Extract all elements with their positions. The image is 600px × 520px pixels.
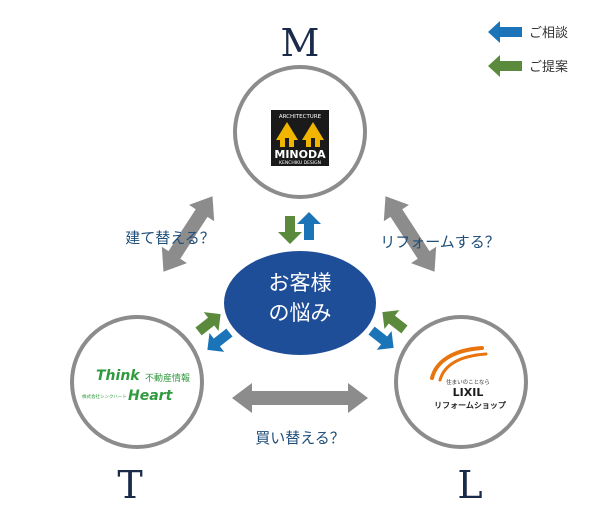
legend: ご相談 ご提案 [488, 21, 568, 77]
edge-label-rebuild: 建て替える？ [125, 229, 215, 247]
svg-text:不動産情報: 不動産情報 [145, 372, 190, 384]
think-heart-logo: Think 不動産情報 株式会社シンクハート Heart [82, 368, 190, 404]
center-ellipse [224, 251, 376, 355]
svg-text:KENCHIKU DESIGN: KENCHIKU DESIGN [279, 160, 321, 166]
center-text-line1: お客様 [269, 271, 332, 295]
consult-arrow-right-icon [368, 326, 394, 350]
svg-text:ARCHITECTURE: ARCHITECTURE [279, 114, 322, 120]
svg-text:Heart: Heart [128, 388, 174, 404]
corner-letter-l: L [457, 463, 482, 507]
company-circle-lixil [394, 315, 528, 449]
edge-label-reform: リフォームする？ [380, 233, 500, 251]
svg-text:MINODA: MINODA [274, 148, 326, 161]
svg-text:株式会社シンクハート: 株式会社シンクハート [82, 393, 127, 400]
legend-consult-label: ご相談 [529, 25, 568, 41]
double-arrow-bottom [232, 383, 368, 413]
corner-letter-t: T [117, 463, 142, 507]
consult-arrow-left-icon [207, 328, 233, 352]
consult-legend-arrow-icon [488, 21, 522, 43]
corner-letter-m: M [281, 21, 320, 65]
legend-propose-label: ご提案 [529, 59, 568, 75]
lixil-logo: 住まいのことなら LIXIL リフォームショップ [430, 346, 507, 410]
consult-arrow-top-icon [297, 212, 321, 240]
center-text-line2: の悩み [269, 301, 332, 325]
double-arrow-right [383, 196, 437, 272]
company-circle-think-heart [70, 315, 204, 449]
propose-arrow-top-icon [278, 216, 302, 244]
propose-arrow-right-icon [382, 310, 408, 334]
minoda-logo: ARCHITECTURE MINODA KENCHIKU DESIGN [271, 110, 329, 166]
svg-text:LIXIL: LIXIL [453, 386, 484, 399]
svg-text:Think: Think [96, 368, 141, 384]
propose-arrow-left-icon [195, 312, 221, 336]
svg-text:住まいのことなら: 住まいのことなら [446, 378, 490, 386]
edge-label-repurchase: 買い替える？ [255, 429, 345, 447]
svg-text:リフォームショップ: リフォームショップ [434, 400, 507, 410]
propose-legend-arrow-icon [488, 55, 522, 77]
double-arrow-left [161, 196, 215, 272]
